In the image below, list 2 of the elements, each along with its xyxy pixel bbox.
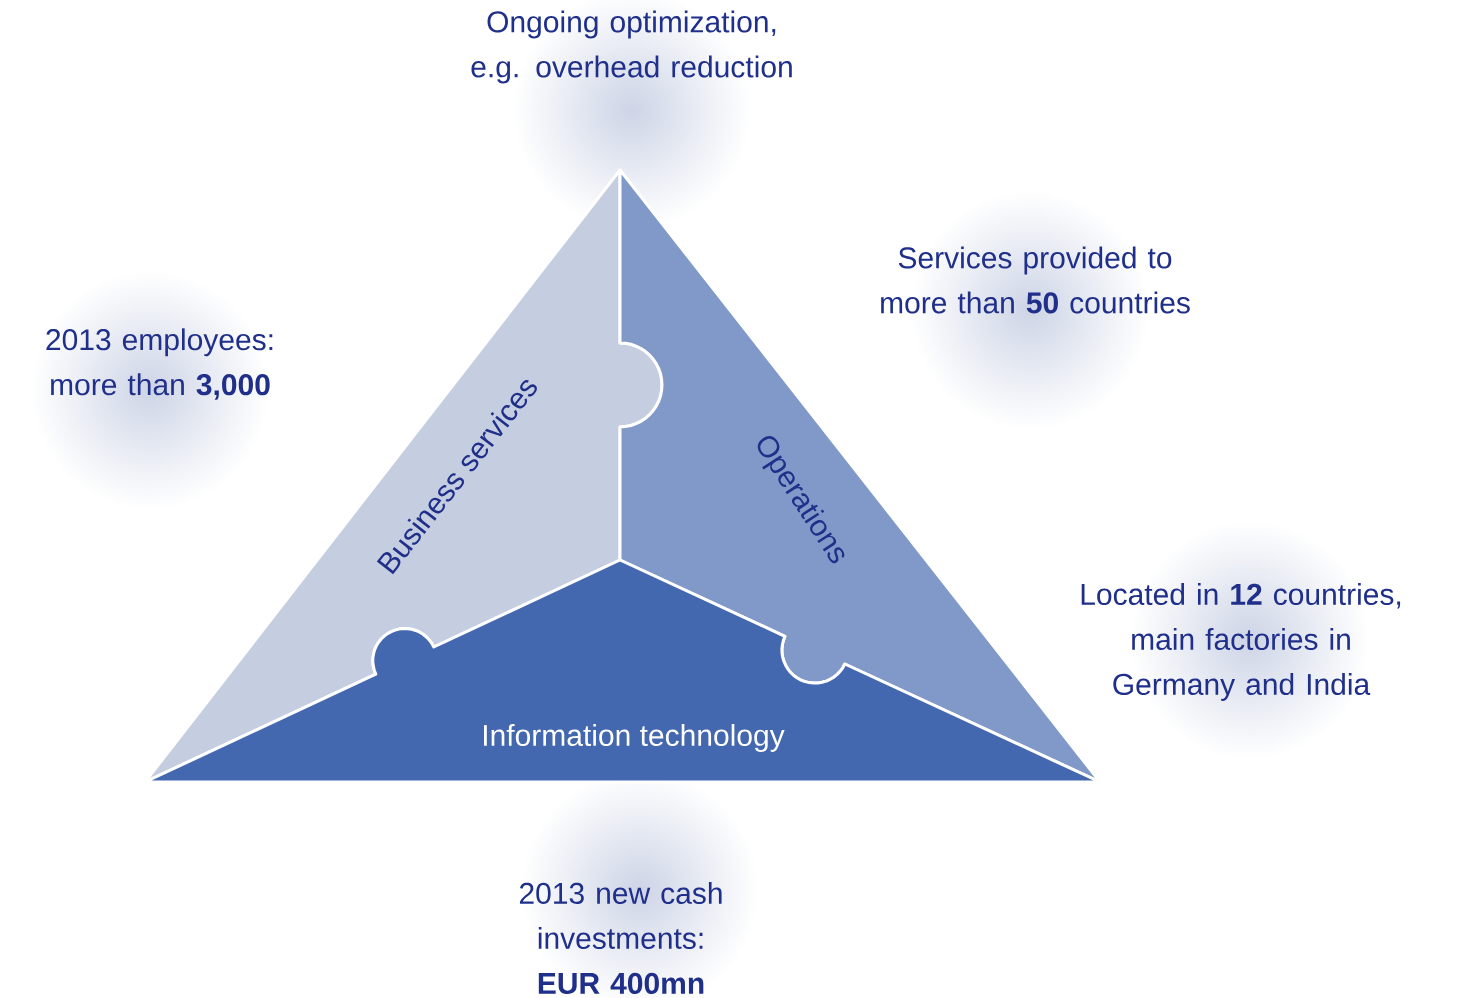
cloud-label: Ongoing optimization, e.g. overhead reduction (471, 10, 792, 84)
cloud-label: 2013 new cash investments: EUR 400mn (519, 882, 722, 994)
